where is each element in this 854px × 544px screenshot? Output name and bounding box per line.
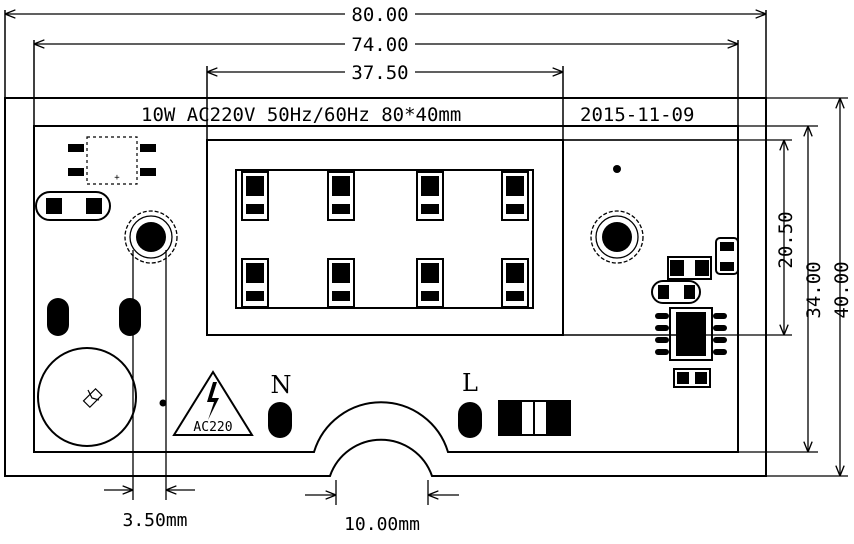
smd-resistor-right [667,256,712,280]
led-chip [416,171,444,221]
varistor [37,347,137,447]
high-voltage-warning-icon: AC220 [172,370,254,436]
mounting-hole-right [590,210,644,264]
led-chip [241,258,269,308]
dim-height-overall: 40.00 [831,261,853,318]
oval-pad-1 [47,298,69,336]
live-pad [458,402,482,438]
mounting-hole-left [124,210,178,264]
dim-height-led-area: 20.50 [775,211,797,268]
board-inner-outline [33,125,739,453]
led-chip [327,258,355,308]
dim-width-overall: 80.00 [351,4,408,26]
led-chip [241,171,269,221]
led-chip-group [241,171,529,308]
dim-height-inner: 34.00 [803,261,825,318]
led-chip [501,171,529,221]
smd-resistor-left [35,191,111,221]
smd-capacitor-bottom [673,368,711,388]
neutral-pad [268,402,292,438]
board-spec-label: 10W AC220V 50Hz/60Hz 80*40mm [141,104,461,126]
smd-capacitor-vertical [715,237,739,275]
via-dot-right [613,165,621,173]
board-outer-outline [4,97,767,477]
led-array-frame [235,169,534,309]
neutral-label: N [271,371,292,399]
via-dot-left [159,399,167,407]
dim-width-led-area: 37.50 [351,62,408,84]
dim-width-inner: 74.00 [351,34,408,56]
varistor-symbol-icon [82,387,103,409]
dim-pad-spacing: 3.50mm [122,510,187,531]
led-chip [416,258,444,308]
bridge-rectifier: + [68,136,156,185]
smd-resistor-oval [651,280,701,304]
led-chip [327,171,355,221]
led-area-frame [206,139,564,336]
ic-driver-chip [655,307,727,361]
warning-label: AC220 [193,420,232,435]
live-label: L [462,369,478,397]
date-label: 2015-11-09 [580,104,694,126]
smd-diode [498,400,571,436]
svg-text:+: + [114,173,120,183]
oval-pad-2 [119,298,141,336]
led-chip [501,258,529,308]
dim-notch-width: 10.00mm [344,514,420,535]
